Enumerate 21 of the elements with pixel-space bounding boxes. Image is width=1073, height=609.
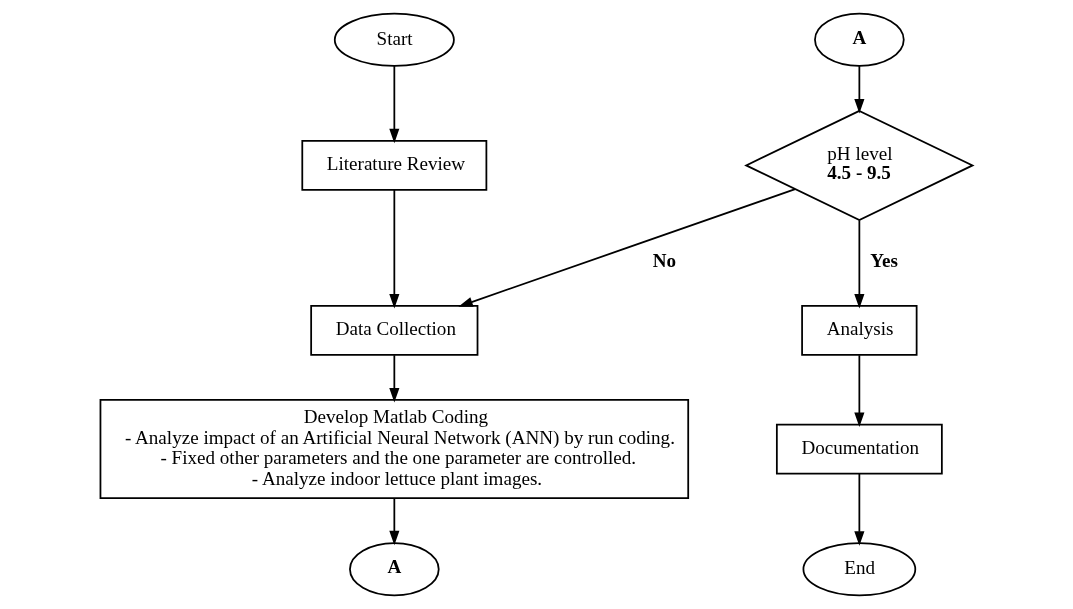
arrow <box>389 497 400 546</box>
arrow <box>854 65 865 114</box>
node-box: Develop Matlab Coding - Analyze impact of an Artificial Neural Network (ANN) by run coding. - Fixed other parameters and the one parameter are controlled. - Analyze indoor lettuce plant images. <box>99 399 690 500</box>
arrow <box>854 472 865 546</box>
node-box: Literature Review <box>301 139 488 191</box>
node-ellipse: A <box>349 542 440 597</box>
arrow <box>389 354 400 403</box>
node-box: Analysis <box>801 305 918 356</box>
node-box: Documentation <box>775 423 943 475</box>
node-diamond: pH level 4.5 - 9.5 <box>744 109 975 221</box>
edge-label: No <box>652 250 677 272</box>
arrow <box>854 354 865 427</box>
node-ellipse: A <box>814 12 905 67</box>
edge-label: Yes <box>870 250 898 272</box>
arrow <box>389 65 400 144</box>
arrow <box>389 189 400 309</box>
arrow <box>854 219 865 309</box>
arrow <box>458 188 797 307</box>
node-ellipse: Start <box>333 12 455 67</box>
node-ellipse: End <box>802 542 917 597</box>
node-box: Data Collection <box>310 305 479 356</box>
